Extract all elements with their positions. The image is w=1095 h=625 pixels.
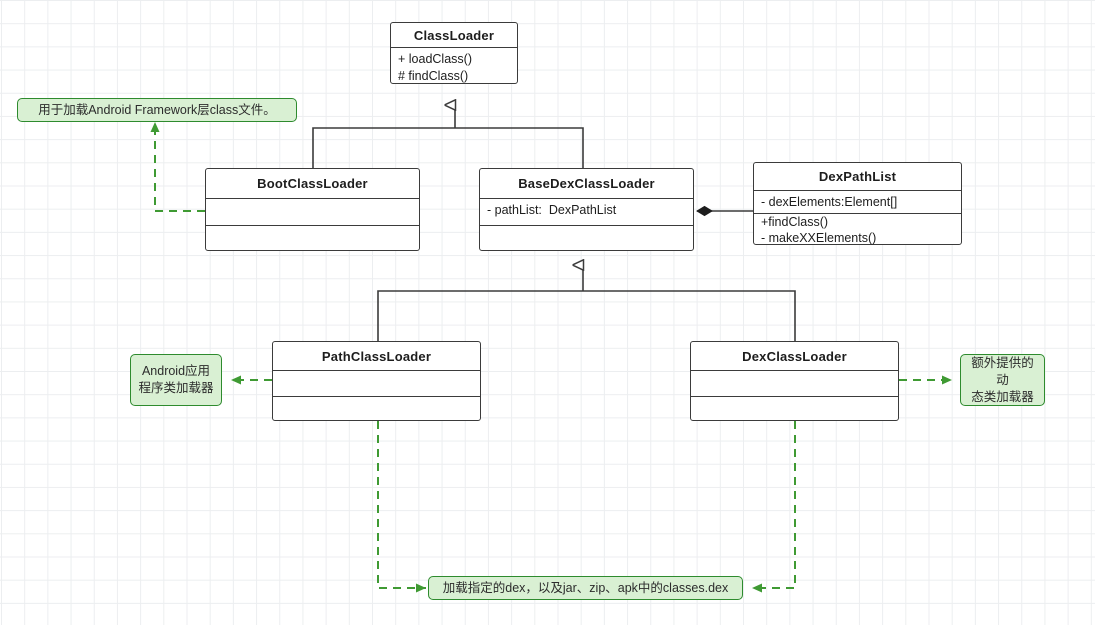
uml-member: # findClass() <box>398 69 469 83</box>
edge-note-bottom-from-dex <box>752 421 796 593</box>
uml-class-methods: +findClass() - makeXXElements() <box>754 213 961 246</box>
uml-class-attributes <box>206 198 419 225</box>
uml-class-methods <box>691 396 898 422</box>
uml-class-dexpathlist[interactable]: DexPathList - dexElements:Element[] +fin… <box>753 162 962 245</box>
uml-class-title: DexClassLoader <box>742 348 847 364</box>
note-pathclassloader[interactable]: Android应用 程序类加载器 <box>130 354 222 406</box>
note-text: 额外提供的动 <box>971 355 1034 387</box>
uml-class-attributes <box>691 370 898 396</box>
uml-class-attributes: - pathList: DexPathList <box>480 198 693 225</box>
uml-class-dexclassloader[interactable]: DexClassLoader <box>690 341 899 421</box>
uml-class-attributes: - dexElements:Element[] <box>754 190 961 213</box>
uml-class-methods: + loadClass() # findClass() <box>391 47 517 85</box>
note-text: 态类加载器 <box>971 389 1034 404</box>
uml-class-title: PathClassLoader <box>321 348 432 364</box>
uml-class-methods <box>480 225 693 252</box>
uml-class-classloader[interactable]: ClassLoader + loadClass() # findClass() <box>390 22 518 84</box>
uml-class-pathclassloader[interactable]: PathClassLoader <box>272 341 481 421</box>
note-bootclassloader[interactable]: 用于加载Android Framework层class文件。 <box>17 98 297 122</box>
uml-member: - makeXXElements() <box>761 230 877 245</box>
edge-bus-bottom <box>377 290 796 341</box>
uml-class-title: BaseDexClassLoader <box>518 176 655 191</box>
note-dexclassloader[interactable]: 额外提供的动 态类加载器 <box>960 354 1045 406</box>
uml-class-methods <box>206 225 419 252</box>
uml-member: +findClass() <box>761 215 829 229</box>
note-text: 用于加载Android Framework层class文件。 <box>38 102 276 117</box>
uml-class-bootclassloader[interactable]: BootClassLoader <box>205 168 420 251</box>
edge-bus-top <box>312 127 584 168</box>
note-text: 程序类加载器 <box>138 381 214 395</box>
note-text: 加载指定的dex，以及jar、zip、apk中的classes.dex <box>442 580 729 595</box>
uml-class-methods <box>273 396 480 422</box>
uml-class-title: BootClassLoader <box>257 176 368 191</box>
uml-member: - pathList: DexPathList <box>487 203 617 217</box>
note-text: Android应用 <box>141 364 211 378</box>
uml-member: + loadClass() <box>398 52 472 66</box>
edge-note-bottom-from-path <box>377 421 426 593</box>
note-bottom[interactable]: 加载指定的dex，以及jar、zip、apk中的classes.dex <box>428 576 743 600</box>
uml-member: - dexElements:Element[] <box>761 195 898 209</box>
uml-class-title: ClassLoader <box>413 27 495 43</box>
uml-class-basedexclassloader[interactable]: BaseDexClassLoader - pathList: DexPathLi… <box>479 168 694 251</box>
uml-class-title: DexPathList <box>818 169 897 184</box>
edge-note-bootclassloader <box>150 122 205 212</box>
uml-class-attributes <box>273 370 480 396</box>
